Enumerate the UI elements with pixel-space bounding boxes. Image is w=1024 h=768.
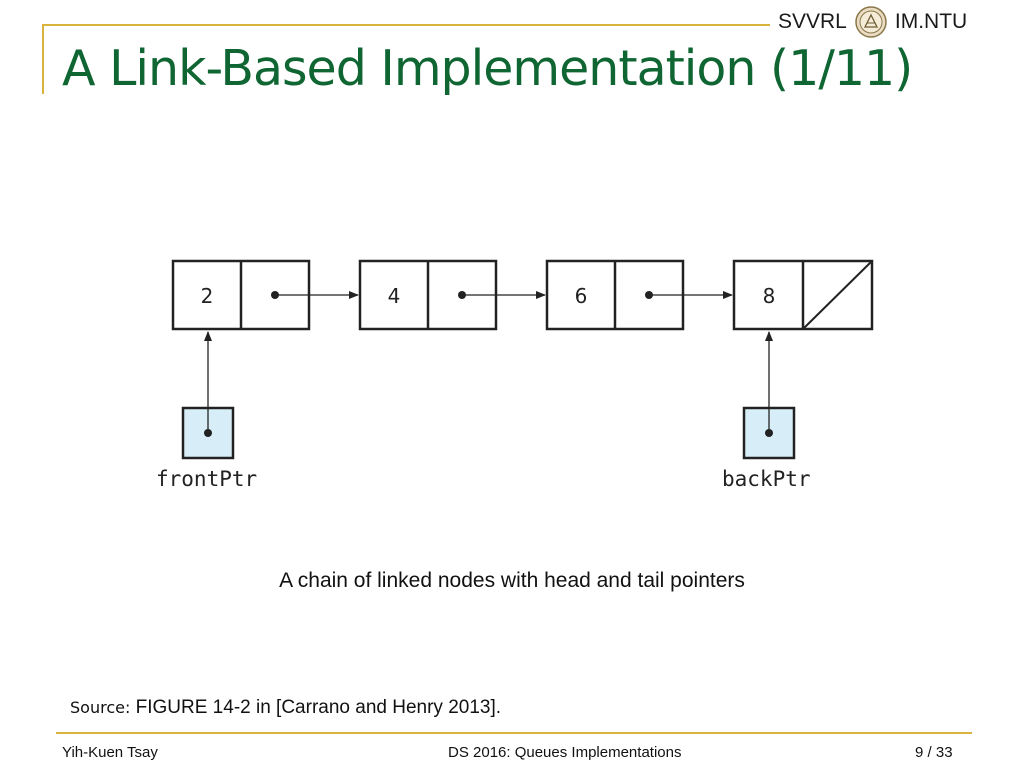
bottom-rule	[56, 732, 972, 734]
back-pointer-label: backPtr	[722, 467, 811, 491]
left-rule	[42, 24, 44, 94]
source-text: FIGURE 14-2 in [Carrano and Henry 2013].	[135, 697, 502, 718]
header-brand: SVVRL IM.NTU	[778, 6, 1008, 38]
university-seal-icon	[855, 6, 887, 38]
header-imntu: IM.NTU	[894, 10, 968, 33]
footer-author: Yih-Kuen Tsay	[62, 744, 158, 761]
footer-page-number: 9 / 33	[915, 744, 953, 761]
page-separator: /	[927, 744, 932, 761]
top-rule	[42, 24, 770, 26]
front-pointer-label: frontPtr	[156, 467, 257, 491]
node-value-4: 8	[763, 284, 776, 308]
page-total: 33	[935, 744, 953, 761]
back-pointer: backPtr	[722, 331, 811, 491]
footer-course: DS 2016: Queues Implementations	[448, 744, 682, 761]
slide-title: A Link-Based Implementation (1/11)	[62, 40, 913, 97]
figure-caption: A chain of linked nodes with head and ta…	[279, 569, 745, 592]
chain-node-1: 2	[171, 259, 311, 331]
page-current: 9	[915, 744, 924, 761]
node-value-3: 6	[575, 284, 588, 308]
node-value-1: 2	[201, 284, 214, 308]
linked-chain-diagram: 2 4 6 8 frontPtr backPtr	[156, 259, 874, 491]
node-value-2: 4	[388, 284, 401, 308]
source-label: Source:	[70, 698, 131, 717]
chain-node-4: 8	[732, 259, 874, 331]
front-pointer: frontPtr	[156, 331, 257, 491]
header-svvrl: SVVRL	[778, 10, 847, 33]
null-pointer-slash	[802, 260, 873, 330]
source-note: Source: FIGURE 14-2 in [Carrano and Henr…	[70, 697, 501, 719]
